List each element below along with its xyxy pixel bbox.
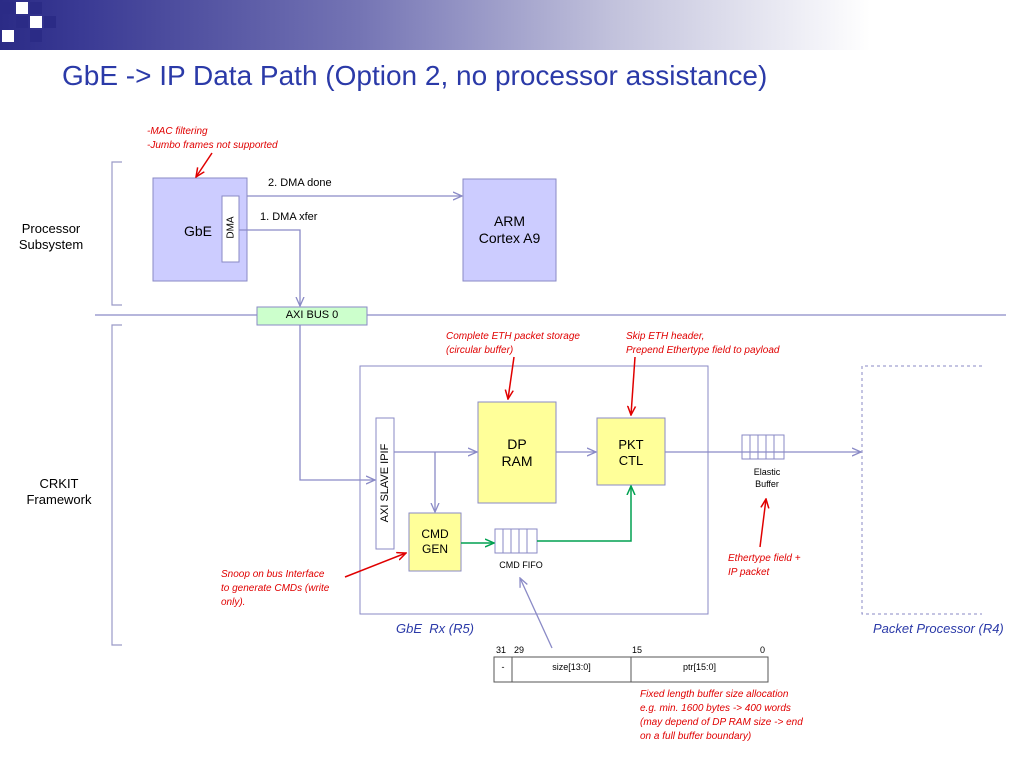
- bit-31-label: 31: [496, 645, 507, 655]
- elastic-buffer: [741, 434, 785, 460]
- gbe-rx-container: [359, 365, 709, 615]
- fixed-length-note: Fixed length buffer size allocation e.g.…: [640, 689, 803, 742]
- cmd-field-ptr: ptr[15:0]: [682, 662, 717, 672]
- packet-processor-label: Packet Processor (R4): [873, 621, 1004, 636]
- dma-xfer-arrow: [239, 229, 300, 306]
- cmd-field-reserved: -: [501, 662, 505, 672]
- gbe-label: GbE: [184, 223, 213, 239]
- dp-ram-label: DP RAM: [501, 436, 533, 469]
- axi-slave-block: [375, 417, 395, 550]
- dp-ram-block: [477, 401, 557, 504]
- axi-slave-label: AXI SLAVE IPIF: [379, 443, 391, 523]
- ethertype-note: Ethertype field + IP packet: [728, 553, 801, 578]
- processor-subsystem-label: Processor Subsystem: [18, 221, 84, 252]
- header-bar: [0, 0, 1024, 50]
- dma-label: DMA: [225, 216, 237, 239]
- cmd-field-size: size[13:0]: [552, 662, 591, 672]
- table-to-fifo-arrow: [520, 578, 553, 649]
- processor-bracket: [111, 161, 122, 306]
- arm-label: ARM Cortex A9: [478, 213, 541, 246]
- snoop-note-arrow: [344, 553, 406, 578]
- bit-0-label: 0: [760, 645, 766, 655]
- pkt-ctl-block: [596, 417, 666, 486]
- bit-15-label: 15: [632, 645, 643, 655]
- axi-bus-label: AXI BUS 0: [285, 309, 339, 321]
- packet-processor-container: [861, 365, 982, 615]
- cmd-fifo: [494, 528, 538, 554]
- pkt-ctl-label: PKT CTL: [618, 437, 644, 468]
- header-logo: [2, 2, 56, 42]
- crkit-framework-label: CRKIT Framework: [26, 476, 92, 507]
- gbe-rx-label: GbE Rx (R5): [396, 621, 475, 636]
- axi-to-slave-arrow: [299, 325, 375, 480]
- dma-block: [221, 195, 240, 263]
- crkit-bracket: [111, 324, 122, 646]
- ethertype-note-arrow: [759, 499, 766, 548]
- page-title: GbE -> IP Data Path (Option 2, no proces…: [62, 60, 768, 91]
- axi-bus-block: [256, 306, 368, 326]
- fifo-to-pktctl-arrow: [537, 486, 631, 542]
- dma-xfer-label: 1. DMA xfer: [260, 211, 318, 223]
- skip-eth-note-arrow: [631, 356, 635, 415]
- eth-storage-note: Complete ETH packet storage (circular bu…: [446, 331, 580, 356]
- arm-block: [462, 178, 557, 282]
- cmd-gen-block: [408, 512, 462, 572]
- cmd-gen-label: CMD GEN: [421, 527, 449, 556]
- mac-note: -MAC filtering -Jumbo frames not support…: [147, 126, 278, 151]
- skip-eth-note: Skip ETH header, Prepend Ethertype field…: [626, 331, 780, 356]
- mac-note-arrow: [196, 152, 213, 177]
- elastic-buffer-label: Elastic Buffer: [753, 467, 781, 489]
- snoop-note: Snoop on bus Interface to generate CMDs …: [221, 569, 330, 608]
- cmd-fifo-label: CMD FIFO: [499, 560, 543, 570]
- bit-29-label: 29: [514, 645, 525, 655]
- eth-storage-note-arrow: [508, 356, 515, 399]
- dma-done-label: 2. DMA done: [268, 177, 332, 189]
